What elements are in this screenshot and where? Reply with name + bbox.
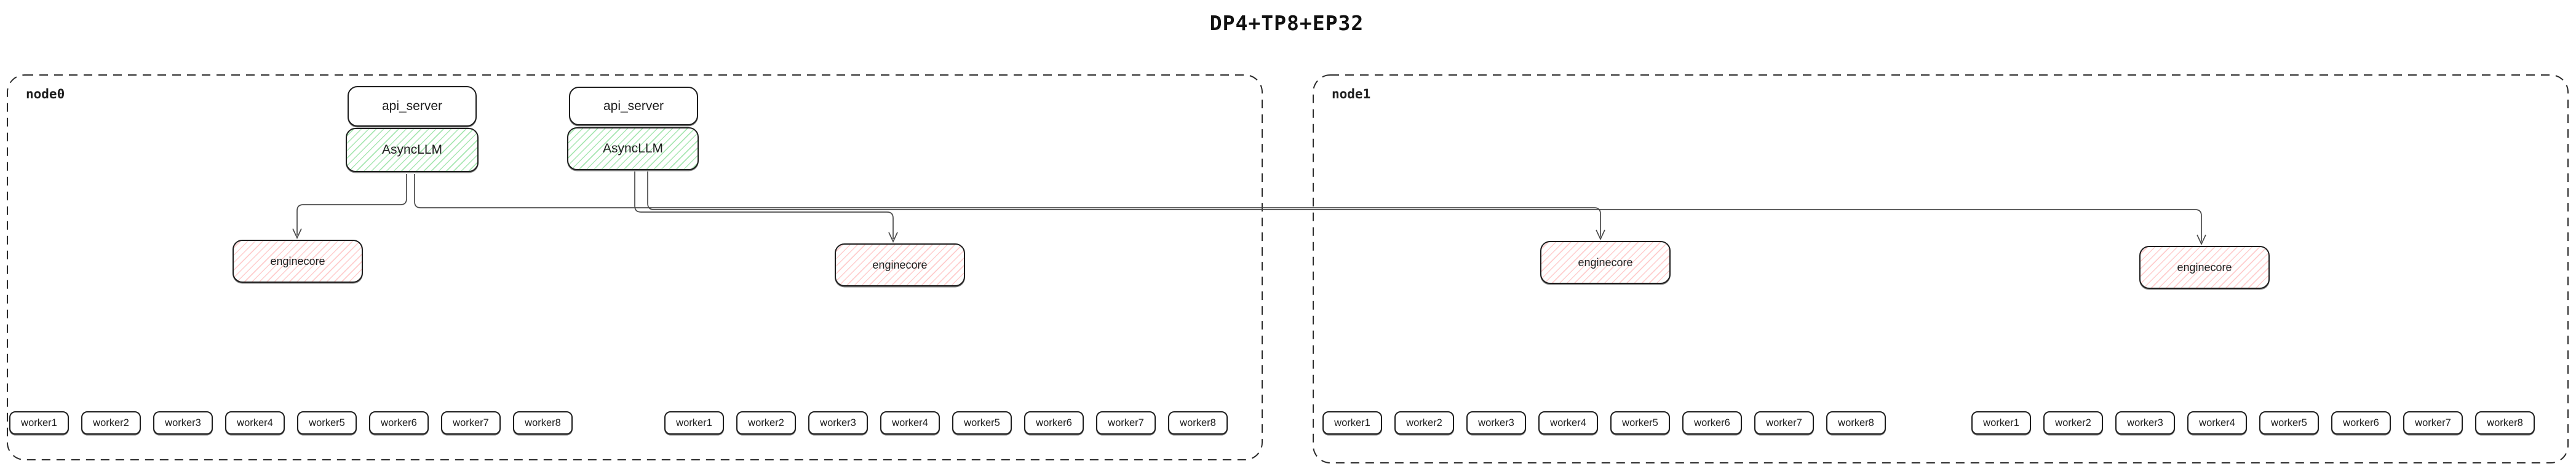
- worker-box: worker3: [1466, 411, 1526, 435]
- enginecore-label: enginecore: [270, 254, 325, 267]
- worker-box: worker2: [736, 411, 796, 435]
- worker-box: worker1: [9, 411, 69, 435]
- worker-box: worker8: [513, 411, 573, 435]
- worker-box: worker4: [225, 411, 285, 435]
- edge-asyncllm1-enginecore1: [292, 174, 407, 240]
- worker-box: worker8: [1168, 411, 1228, 435]
- enginecore-box-4: enginecore: [2139, 246, 2270, 289]
- enginecore-box-1: enginecore: [233, 240, 363, 283]
- enginecore-label: enginecore: [2177, 261, 2232, 274]
- worker-box: worker6: [369, 411, 429, 435]
- worker-box: worker4: [1538, 411, 1598, 435]
- worker-box: worker2: [81, 411, 141, 435]
- api-server-label: api_server: [603, 98, 664, 113]
- api-server-box-1: api_server: [348, 86, 477, 127]
- worker-box: worker3: [2115, 411, 2175, 435]
- worker-box: worker6: [2331, 411, 2391, 435]
- worker-box: worker7: [441, 411, 501, 435]
- worker-box: worker8: [2475, 411, 2535, 435]
- worker-box: worker8: [1826, 411, 1886, 435]
- worker-box: worker4: [2187, 411, 2247, 435]
- node1-worker-group-2: worker1 worker2 worker3 worker4 worker5 worke…: [1971, 411, 2535, 435]
- page-title: DP4+TP8+EP32: [1209, 11, 1364, 35]
- worker-box: worker5: [952, 411, 1012, 435]
- node1-worker-group-1: worker1 worker2 worker3 worker4 worker5 worke…: [1322, 411, 1886, 435]
- api-server-box-2: api_server: [569, 87, 698, 125]
- worker-box: worker4: [880, 411, 940, 435]
- worker-box: worker5: [297, 411, 357, 435]
- asyncllm-box-1: AsyncLLM: [346, 128, 479, 172]
- enginecore-label: enginecore: [872, 258, 928, 271]
- edge-asyncllm2-enginecore2: [634, 171, 898, 243]
- worker-box: worker6: [1682, 411, 1742, 435]
- worker-box: worker7: [2403, 411, 2463, 435]
- worker-box: worker1: [1322, 411, 1382, 435]
- edge-asyncllm2-enginecore4: [647, 171, 2206, 246]
- edge-asyncllm1-enginecore3: [414, 174, 1605, 241]
- node0-label: node0: [26, 87, 65, 101]
- node0-worker-group-1: worker1 worker2 worker3 worker4 worker5 worke…: [9, 411, 573, 435]
- enginecore-label: enginecore: [1578, 256, 1633, 269]
- worker-box: worker5: [2259, 411, 2319, 435]
- worker-box: worker1: [664, 411, 724, 435]
- worker-box: worker2: [2043, 411, 2103, 435]
- asyncllm-box-2: AsyncLLM: [567, 127, 699, 170]
- node0-worker-group-2: worker1 worker2 worker3 worker4 worker5 worke…: [664, 411, 1228, 435]
- worker-box: worker3: [153, 411, 213, 435]
- worker-box: worker7: [1096, 411, 1156, 435]
- enginecore-box-2: enginecore: [835, 243, 965, 286]
- worker-box: worker7: [1754, 411, 1814, 435]
- worker-box: worker6: [1024, 411, 1084, 435]
- worker-box: worker2: [1394, 411, 1454, 435]
- asyncllm-label: AsyncLLM: [381, 143, 443, 157]
- api-server-label: api_server: [381, 99, 443, 113]
- asyncllm-label: AsyncLLM: [602, 141, 664, 156]
- node1-boundary: [1313, 74, 2569, 463]
- worker-box: worker5: [1610, 411, 1670, 435]
- worker-box: worker3: [808, 411, 868, 435]
- node1-label: node1: [1332, 87, 1371, 101]
- worker-box: worker1: [1971, 411, 2031, 435]
- enginecore-box-3: enginecore: [1540, 241, 1671, 284]
